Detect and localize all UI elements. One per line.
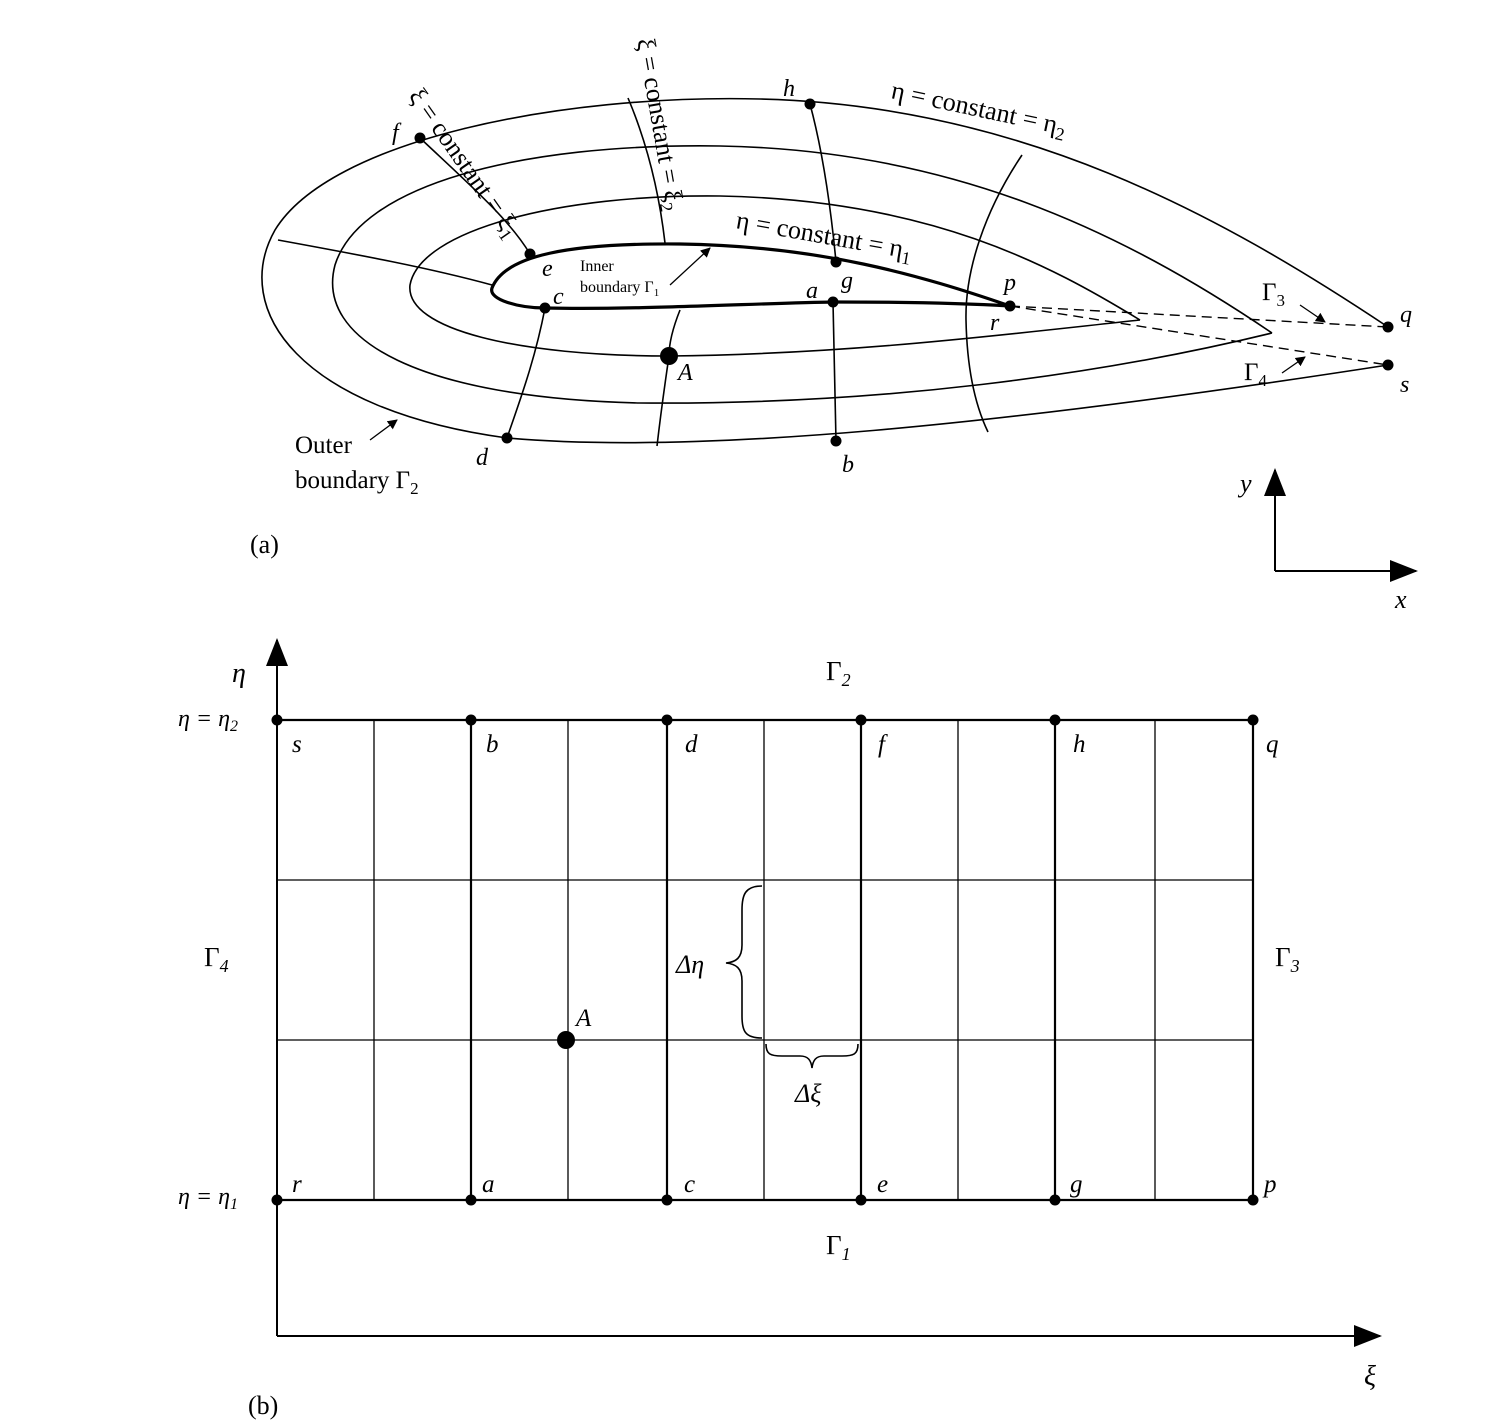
xi-line-1-lower xyxy=(506,307,546,439)
cut-line-gamma3 xyxy=(1009,305,1389,328)
xi-axis-label: ξ xyxy=(1364,1361,1376,1392)
point-A-label: A xyxy=(574,1005,592,1032)
panel-a-label: (a) xyxy=(250,530,279,559)
cut-line-gamma4 xyxy=(1009,305,1389,366)
xi-line-3 xyxy=(809,103,837,263)
physical-plane-panel: f e c d h g a b p r q s A ξ = constant =… xyxy=(250,36,1418,614)
inner-boundary-airfoil xyxy=(490,242,1011,310)
inner-boundary-arrow xyxy=(669,247,711,286)
xi-line-2 xyxy=(627,97,666,244)
eta2-level-label: η = η2 xyxy=(178,706,238,735)
label-a: a xyxy=(806,278,818,304)
point-q xyxy=(1247,714,1259,726)
xi-line-1 xyxy=(419,137,531,255)
bottom-point-label: a xyxy=(482,1171,495,1198)
gamma3-label: Γ3 xyxy=(1275,942,1300,976)
point-p xyxy=(1247,1194,1259,1206)
gamma1-label: Γ1 xyxy=(826,1230,851,1264)
point-f xyxy=(855,714,867,726)
bottom-point-label: p xyxy=(1262,1171,1277,1198)
label-r: r xyxy=(990,310,1000,336)
gamma4-arrow xyxy=(1281,356,1306,374)
eta1-level-label: η = η1 xyxy=(178,1184,238,1213)
label-e: e xyxy=(542,256,553,282)
bottom-point-label: g xyxy=(1070,1171,1083,1198)
xi-line-2-lower xyxy=(656,309,681,447)
label-s: s xyxy=(1400,372,1409,398)
eta-line-outer xyxy=(331,145,1273,404)
inner-boundary-label-line2: boundary Γ1 xyxy=(580,279,659,299)
point-a xyxy=(465,1194,477,1206)
point-d xyxy=(501,432,513,444)
point-c xyxy=(539,302,551,314)
point-A xyxy=(660,347,678,365)
eta-axis-label: η xyxy=(232,658,246,689)
bottom-point-label: c xyxy=(684,1171,695,1198)
gamma4-label: Γ4 xyxy=(1244,359,1267,390)
delta-xi-brace xyxy=(765,1043,859,1069)
point-A xyxy=(557,1031,575,1049)
label-f: f xyxy=(392,120,402,146)
computational-plane-panel: η ξ xyxy=(178,638,1382,1420)
top-point-label: b xyxy=(486,731,499,758)
point-e xyxy=(524,248,536,260)
point-d xyxy=(661,714,673,726)
x-axis-label: x xyxy=(1394,585,1407,614)
delta-eta-brace xyxy=(725,885,763,1039)
point-r xyxy=(271,1194,283,1206)
point-c xyxy=(661,1194,673,1206)
outer-boundary-curve xyxy=(261,97,1389,444)
panel-b-label: (b) xyxy=(248,1391,278,1420)
label-p: p xyxy=(1002,270,1016,296)
gamma3-arrow xyxy=(1299,304,1326,323)
top-point-label: d xyxy=(685,731,698,758)
point-b xyxy=(465,714,477,726)
delta-eta-label: Δη xyxy=(675,950,704,979)
eta-line-inner xyxy=(409,195,1141,357)
top-point-label: h xyxy=(1073,731,1086,758)
point-g xyxy=(1049,1194,1061,1206)
inner-boundary-label-line1: Inner xyxy=(580,258,614,275)
gamma3-label: Γ3 xyxy=(1262,279,1285,310)
xi-line-left xyxy=(277,239,493,286)
point-q xyxy=(1382,321,1394,333)
eta2-annotation: η = constant = η2 xyxy=(888,76,1069,145)
y-axis-label: y xyxy=(1237,469,1252,498)
delta-xi-label: Δξ xyxy=(794,1079,822,1108)
point-p-r xyxy=(1004,300,1016,312)
computational-points xyxy=(271,714,1259,1206)
label-c: c xyxy=(553,284,564,310)
top-point-label: f xyxy=(878,731,888,758)
xi2-annotation: ξ = constant = ξ2 xyxy=(627,36,690,213)
gamma2-label: Γ2 xyxy=(826,656,851,690)
label-h: h xyxy=(783,76,795,102)
xi-line-3-lower xyxy=(832,301,837,442)
point-e xyxy=(855,1194,867,1206)
gamma4-label: Γ4 xyxy=(204,942,229,976)
outer-boundary-label-line1: Outer xyxy=(295,432,353,459)
point-h xyxy=(804,98,816,110)
computational-grid xyxy=(277,718,1255,1202)
label-q: q xyxy=(1400,302,1412,328)
top-point-label: s xyxy=(292,731,302,758)
outer-boundary-arrow xyxy=(369,419,398,441)
top-point-label: q xyxy=(1266,731,1279,758)
label-g: g xyxy=(841,268,853,294)
point-s xyxy=(271,714,283,726)
point-s xyxy=(1382,359,1394,371)
bottom-point-label: e xyxy=(877,1171,888,1198)
point-h xyxy=(1049,714,1061,726)
label-A: A xyxy=(676,360,693,386)
point-g xyxy=(830,256,842,268)
point-f xyxy=(414,132,426,144)
bottom-point-label: r xyxy=(292,1171,302,1198)
outer-boundary-label-line2: boundary Γ2 xyxy=(295,467,419,498)
grid-points xyxy=(414,98,1394,447)
label-d: d xyxy=(476,445,489,471)
xi-line-4 xyxy=(965,154,1023,433)
point-a xyxy=(827,296,839,308)
label-b: b xyxy=(842,452,854,478)
point-b xyxy=(830,435,842,447)
